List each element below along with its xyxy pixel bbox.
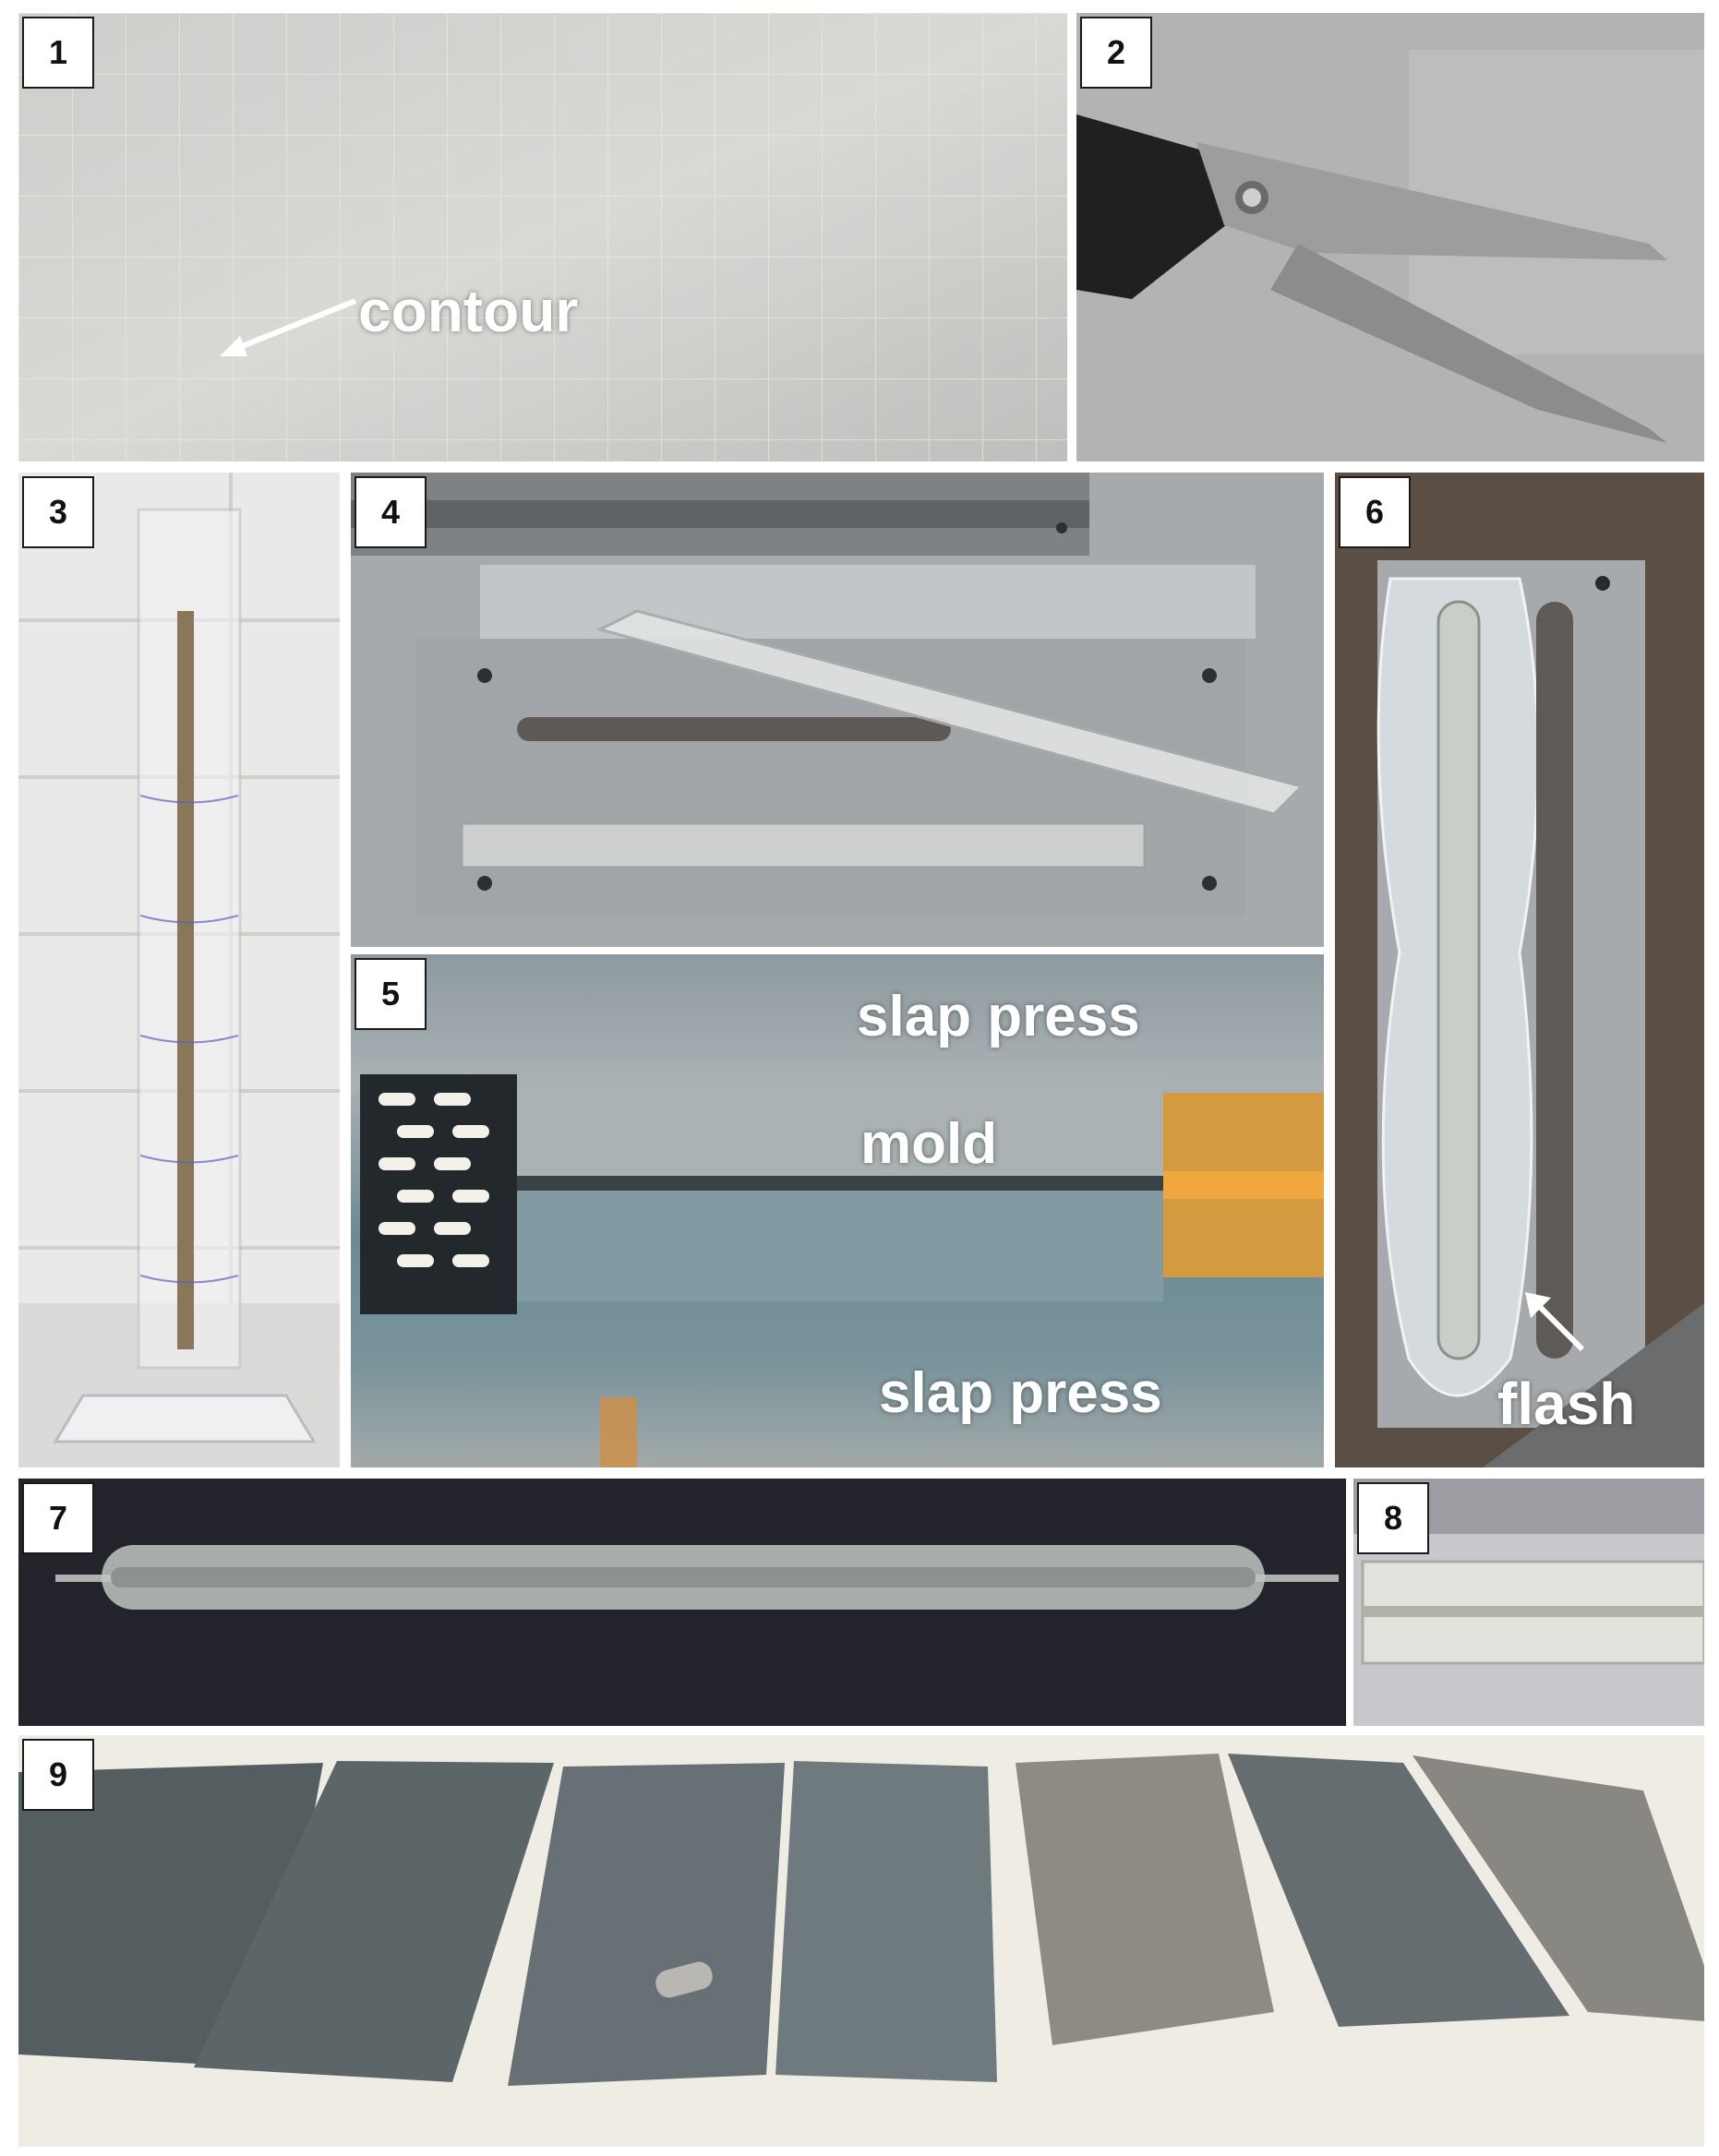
sandpaper-sheets-photo bbox=[18, 1735, 1704, 2147]
slap-press-bottom-label: slap press bbox=[879, 1361, 1162, 1425]
panel-5: slap press mold slap press 5 bbox=[351, 954, 1324, 1467]
scissors-photo bbox=[1076, 13, 1704, 461]
panel-number: 1 bbox=[22, 17, 94, 89]
cast-rod-photo bbox=[18, 1479, 1346, 1726]
mesh-sheet-photo bbox=[18, 13, 1067, 461]
open-mold-photo bbox=[351, 473, 1324, 947]
panel-number: 6 bbox=[1339, 476, 1411, 548]
graduated-cylinder-photo bbox=[18, 473, 340, 1467]
panel-3: 3 bbox=[18, 473, 340, 1467]
panel-number: 7 bbox=[22, 1482, 94, 1554]
mold-in-press-photo bbox=[351, 954, 1324, 1467]
arrow-icon bbox=[220, 298, 357, 356]
panel-number: 5 bbox=[355, 958, 427, 1030]
mold-label: mold bbox=[860, 1112, 998, 1176]
slap-press-top-label: slap press bbox=[857, 985, 1140, 1048]
panel-1: contour 1 bbox=[18, 13, 1067, 461]
panel-2: 2 bbox=[1076, 13, 1704, 461]
arrow-icon bbox=[1525, 1292, 1585, 1352]
panel-6: flash 6 bbox=[1335, 473, 1704, 1467]
panel-number: 2 bbox=[1080, 17, 1152, 89]
panel-7: 7 bbox=[18, 1479, 1346, 1726]
flash-label: flash bbox=[1497, 1371, 1636, 1437]
panel-4: 4 bbox=[351, 473, 1324, 947]
mold-with-flash-photo bbox=[1335, 473, 1704, 1467]
panel-number: 4 bbox=[355, 476, 427, 548]
panel-number: 9 bbox=[22, 1739, 94, 1811]
panel-9: 9 bbox=[18, 1735, 1704, 2147]
panel-number: 3 bbox=[22, 476, 94, 548]
panel-8: 8 bbox=[1353, 1479, 1704, 1726]
panel-number: 8 bbox=[1357, 1482, 1429, 1554]
contour-label: contour bbox=[358, 278, 579, 344]
